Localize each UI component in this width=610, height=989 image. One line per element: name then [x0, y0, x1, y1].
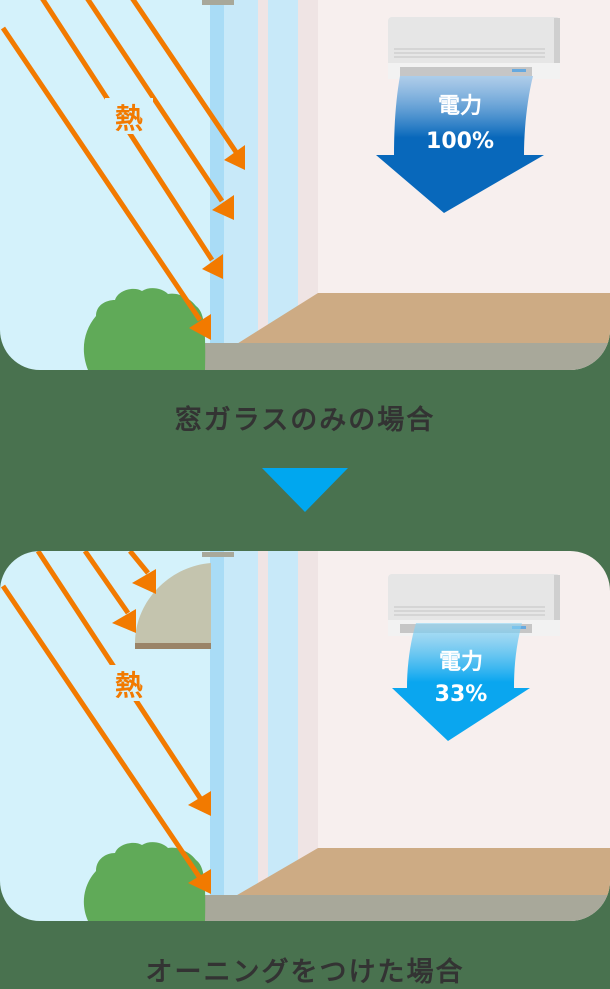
power-label: 電力 — [438, 94, 482, 119]
heat-label: 熱 — [115, 669, 143, 702]
awning — [135, 563, 211, 643]
caption-with-awning: オーニングをつけた場合 — [145, 957, 465, 988]
base — [202, 343, 610, 370]
power-arrow — [376, 76, 544, 213]
caption-glass-only: 窓ガラスのみの場合 — [174, 405, 436, 436]
power-value: 100% — [426, 129, 494, 154]
bush — [83, 288, 206, 370]
air-conditioner-icon — [388, 17, 560, 79]
triangle-down-icon — [262, 468, 348, 512]
awning-edge — [135, 643, 211, 649]
power-label: 電力 — [439, 650, 483, 675]
scene-with-awning: 熱 電力 33% — [0, 551, 610, 921]
scene-glass-only: 熱 電力 100% — [0, 0, 610, 370]
floor — [232, 293, 610, 347]
power-arrow — [392, 623, 530, 741]
heat-label: 熱 — [115, 102, 143, 135]
power-value: 33% — [435, 682, 488, 707]
